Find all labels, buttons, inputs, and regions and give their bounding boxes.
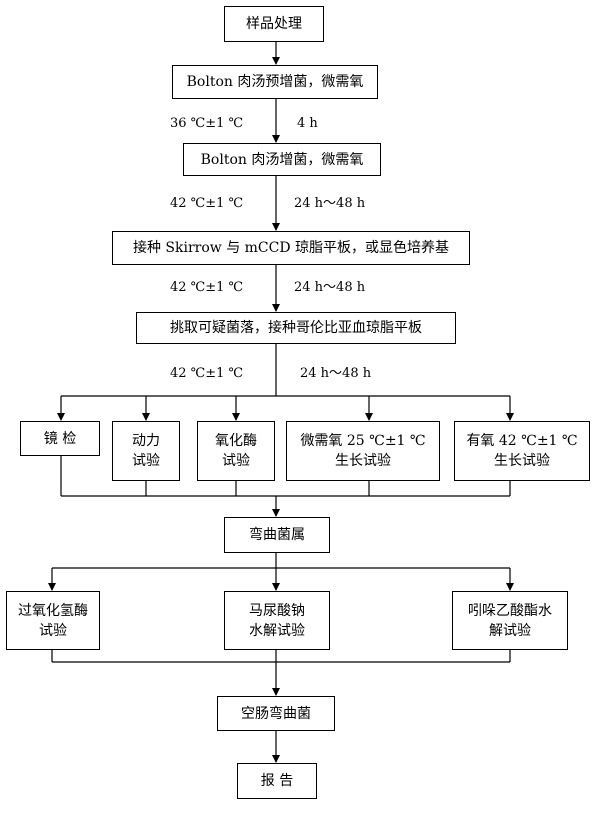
node-campylobacter-jejuni: 空肠弯曲菌 <box>217 696 335 731</box>
node-bolton-preenrichment: Bolton 肉汤预增菌，微需氧 <box>172 65 378 99</box>
node-plate-inoculation: 接种 Skirrow 与 mCCD 琼脂平板，或显色培养基 <box>112 231 470 265</box>
label-step4-temperature: 42 ℃±1 ℃ <box>170 366 244 381</box>
node-microaerobic-25c-growth: 微需氧 25 ℃±1 ℃ 生长试验 <box>286 421 440 481</box>
label-step1-temperature: 36 ℃±1 ℃ <box>170 116 244 131</box>
label-step2-time: 24 h～48 h <box>294 196 366 211</box>
node-microscopy: 镜 检 <box>20 421 100 456</box>
node-catalase-test: 过氧化氢酶 试验 <box>6 591 100 650</box>
node-motility-test: 动力 试验 <box>112 421 180 481</box>
node-bolton-enrichment: Bolton 肉汤增菌，微需氧 <box>183 143 381 176</box>
label-step4-time: 24 h～48 h <box>300 366 372 381</box>
label-step2-temperature: 42 ℃±1 ℃ <box>170 196 244 211</box>
node-indoxyl-acetate-hydrolysis-test: 吲哚乙酸酯水 解试验 <box>452 591 568 650</box>
label-step3-time: 24 h～48 h <box>294 280 366 295</box>
label-step1-time: 4 h <box>297 116 318 131</box>
node-report: 报 告 <box>237 763 317 799</box>
node-oxidase-test: 氧化酶 试验 <box>197 421 275 481</box>
node-campylobacter-genus: 弯曲菌属 <box>224 517 330 553</box>
node-aerobic-42c-growth: 有氧 42 ℃±1 ℃ 生长试验 <box>454 421 590 481</box>
node-hippurate-hydrolysis-test: 马尿酸钠 水解试验 <box>224 591 330 650</box>
node-sample-processing: 样品处理 <box>224 6 324 42</box>
node-pick-colonies: 挑取可疑菌落，接种哥伦比亚血琼脂平板 <box>136 312 456 344</box>
label-step3-temperature: 42 ℃±1 ℃ <box>170 280 244 295</box>
